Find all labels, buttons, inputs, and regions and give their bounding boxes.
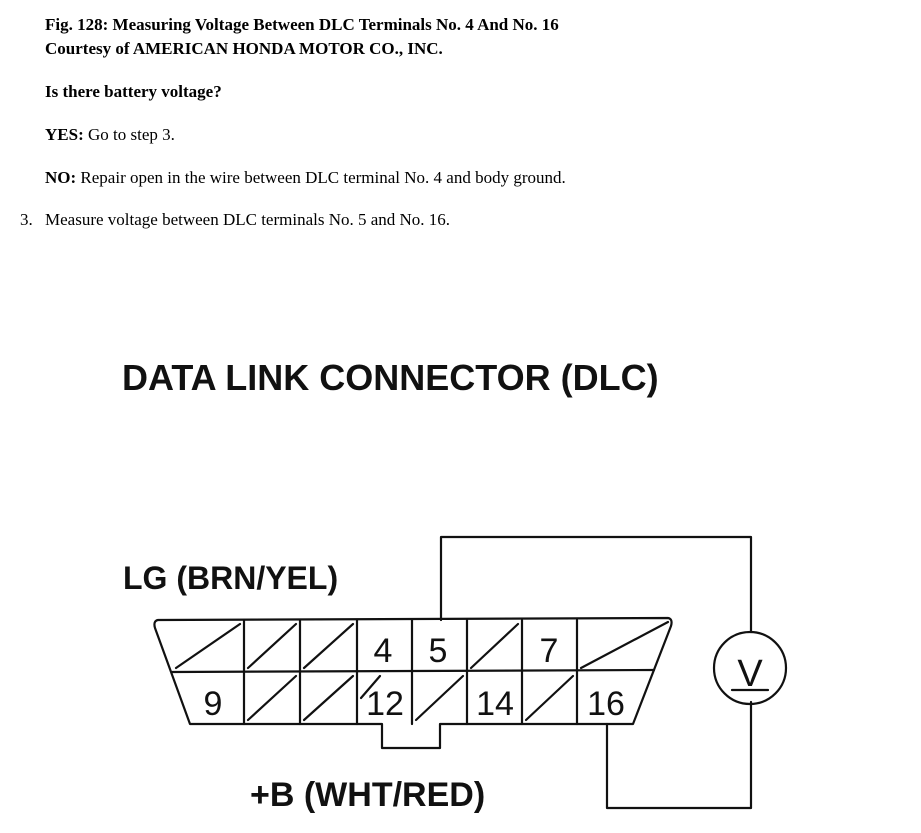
meter-lead-pin5 xyxy=(439,535,753,634)
hatch xyxy=(302,674,355,722)
pin-9-label: 9 xyxy=(204,685,223,723)
pin-12-label: 12 xyxy=(366,685,404,723)
hatch xyxy=(359,674,382,700)
pin-14-label: 14 xyxy=(476,685,514,723)
hatch xyxy=(246,674,298,722)
hatch xyxy=(579,620,670,670)
wire-label-plus-b: +B (WHT/RED) xyxy=(250,776,485,814)
hatch xyxy=(414,674,465,722)
hatch xyxy=(469,622,520,670)
hatch xyxy=(174,622,242,670)
voltmeter-icon xyxy=(712,630,788,706)
pin-16-label: 16 xyxy=(587,685,625,723)
connector-outline xyxy=(153,616,673,750)
pin-7-label: 7 xyxy=(540,632,559,670)
hatch xyxy=(524,674,575,722)
step-3: 3. Measure voltage between DLC terminals … xyxy=(20,210,450,230)
step-number: 3. xyxy=(20,210,33,229)
diagram-title: DATA LINK CONNECTOR (DLC) xyxy=(122,357,659,398)
figure-caption-courtesy: Courtesy of AMERICAN HONDA MOTOR CO., IN… xyxy=(45,39,443,58)
step-text: Measure voltage between DLC terminals No… xyxy=(45,210,451,229)
yes-answer: YES: Go to step 3. xyxy=(45,125,175,145)
meter-lead-pin16 xyxy=(605,700,753,810)
question-text: Is there battery voltage? xyxy=(45,82,222,101)
hatch xyxy=(302,622,355,670)
pin-5-label: 5 xyxy=(429,632,448,670)
no-text: Repair open in the wire between DLC term… xyxy=(76,168,566,187)
no-answer: NO: Repair open in the wire between DLC … xyxy=(45,168,566,188)
pin-4-label: 4 xyxy=(374,632,393,670)
yes-label: YES: xyxy=(45,125,84,144)
yes-text: Go to step 3. xyxy=(83,125,175,144)
voltmeter-symbol: V xyxy=(737,653,763,695)
figure-caption-title: Fig. 128: Measuring Voltage Between DLC … xyxy=(45,15,559,34)
wire-label-lg: LG (BRN/YEL) xyxy=(123,560,338,596)
hatch xyxy=(246,622,298,670)
no-label: NO: xyxy=(45,168,77,187)
